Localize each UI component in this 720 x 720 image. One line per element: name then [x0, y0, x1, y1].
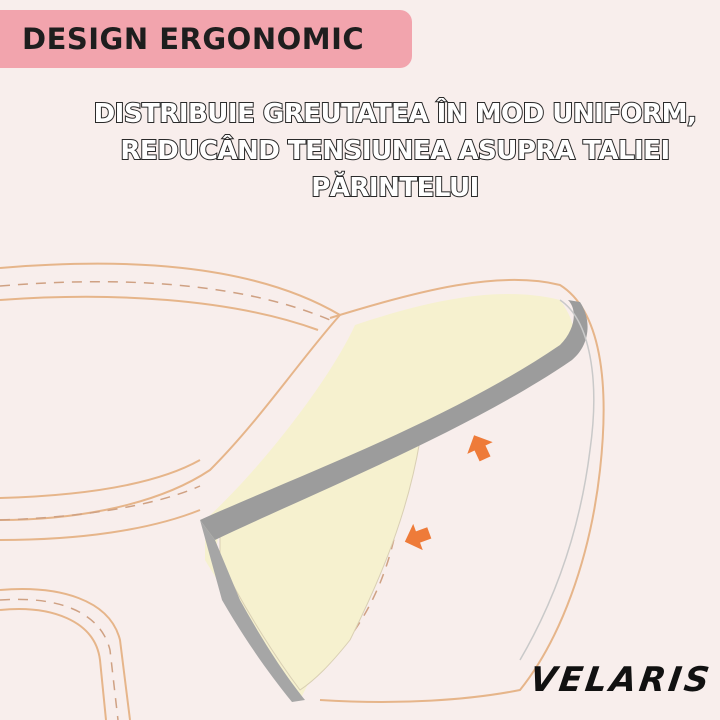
badge-label: DESIGN ERGONOMIC — [22, 22, 365, 56]
waist-belt-outline — [0, 262, 341, 720]
brand-logo: VELARIS — [527, 660, 715, 700]
up-arrow-icon — [467, 435, 493, 462]
feature-badge: DESIGN ERGONOMIC — [0, 10, 412, 68]
headline-line-3: PĂRINTELUI — [310, 172, 480, 204]
headline-line-1: DISTRIBUIE GREUTATEA ÎN MOD UNIFORM, — [93, 98, 698, 130]
headline-line-2: REDUCÂND TENSIUNEA ASUPRA TALIEI — [119, 135, 671, 167]
cloth-contour — [519, 299, 595, 661]
panel-edge-band — [200, 300, 588, 540]
seat-outline — [319, 278, 605, 703]
headline: DISTRIBUIE GREUTATEA ÎN MOD UNIFORM, RED… — [80, 96, 710, 207]
left-arrow-icon — [404, 523, 432, 551]
stitch-lines — [0, 280, 401, 720]
